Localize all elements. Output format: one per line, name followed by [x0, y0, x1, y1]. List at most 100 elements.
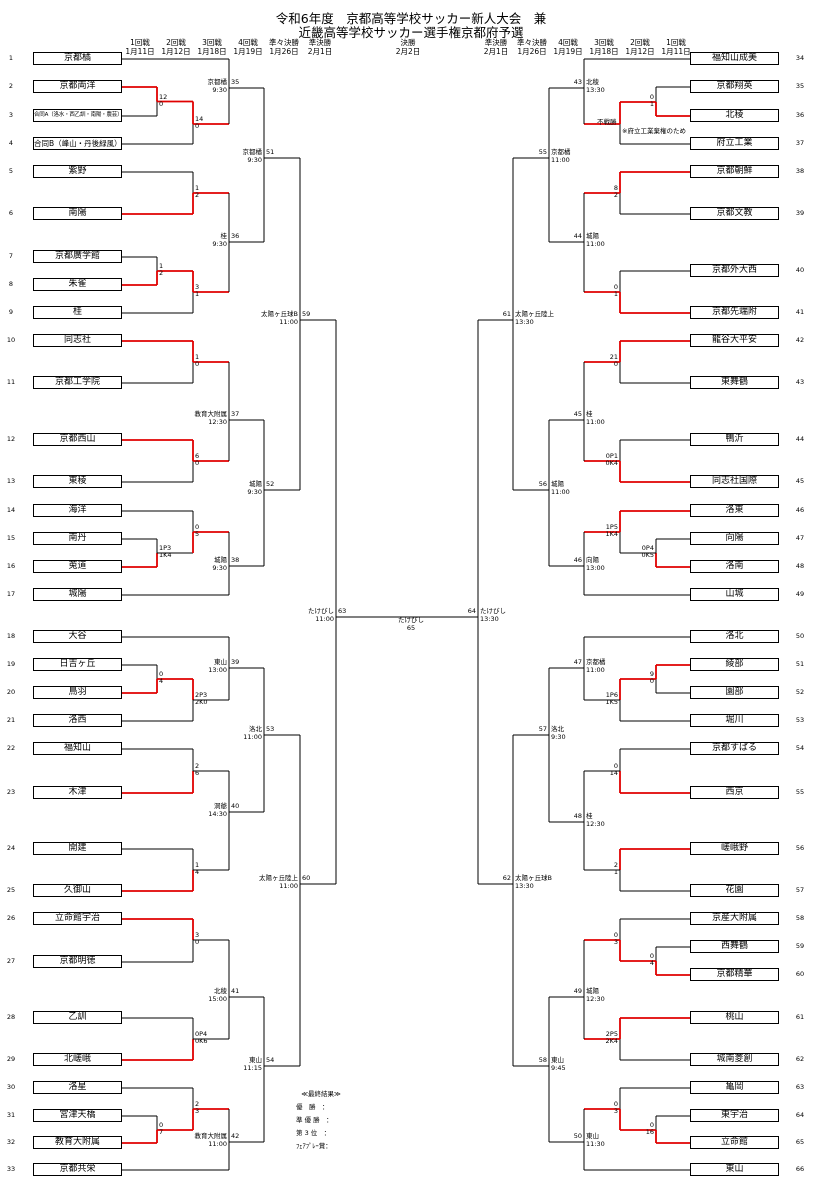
match-venue: 洛北 — [249, 725, 262, 733]
match-time: 11:00 — [315, 614, 334, 623]
score-top: 2 — [195, 762, 200, 770]
position-number: 22 — [6, 744, 16, 752]
match-time: 9:30 — [212, 85, 227, 94]
score-bottom: 3 — [195, 1107, 200, 1115]
score-top: 14 — [195, 115, 204, 123]
score-bottom: 3 — [613, 1107, 618, 1115]
match-time: 13:30 — [480, 614, 499, 623]
score-top: 1 — [195, 861, 200, 869]
match-venue: 桂 — [220, 232, 228, 240]
score-top: 1P6 — [605, 691, 618, 699]
score-top: 3 — [195, 283, 200, 291]
match-number: 48 — [573, 812, 582, 820]
round-date: 2月1日 — [483, 47, 509, 56]
round-name: 準々決勝 — [517, 38, 547, 47]
match-number: 57 — [538, 725, 547, 733]
team-box: 京都外大西 — [690, 264, 779, 277]
team-box: 合同A（洛水・西乙訓・南陽・農芸） — [33, 109, 122, 122]
match-venue: 向陽 — [586, 556, 599, 564]
match-number: 53 — [266, 725, 275, 733]
team-box: 東舞鶴 — [690, 376, 779, 389]
match-number: 36 — [231, 232, 240, 240]
position-number: 45 — [795, 477, 805, 485]
match-number: 47 — [573, 658, 582, 666]
team-box: 桂 — [33, 306, 122, 319]
team-box: 京都共栄 — [33, 1163, 122, 1176]
position-number: 63 — [795, 1083, 805, 1091]
team-box: 福知山成美 — [690, 52, 779, 65]
team-box: 亀岡 — [690, 1081, 779, 1094]
match-venue: 城陽 — [214, 556, 227, 564]
team-box: 宮津天橋 — [33, 1109, 122, 1122]
team-box: 福知山 — [33, 742, 122, 755]
match-number: 61 — [502, 310, 511, 318]
team-box: 久御山 — [33, 884, 122, 897]
score-top: 0P4 — [641, 544, 654, 552]
score-bottom: 2K4 — [605, 1037, 618, 1045]
round-name: 4回戦 — [558, 38, 578, 47]
score-bottom: 1 — [613, 868, 618, 876]
match-venue: 太陽ヶ丘球B — [261, 310, 298, 318]
match-time: 9:45 — [551, 1063, 566, 1072]
score-top: 9 — [649, 670, 654, 678]
match-time: 11:00 — [279, 317, 298, 326]
match-time: 11:00 — [586, 665, 605, 674]
score-top: 2P3 — [195, 691, 208, 699]
score-top: 0 — [613, 762, 618, 770]
score-bottom: 2 — [159, 269, 164, 277]
match-time: 12:30 — [208, 417, 227, 426]
team-box: 京都橘 — [33, 52, 122, 65]
match-number: 41 — [231, 987, 240, 995]
final-results: ≪最終結果≫ 優 勝 ： 準 優 勝 ： 第 3 位 ： ﾌｪｱﾌﾟﾚｰ賞： — [286, 1088, 356, 1153]
match-number: 58 — [538, 1056, 547, 1064]
score-bottom: 1K5 — [605, 698, 618, 706]
position-number: 16 — [6, 562, 16, 570]
score-bottom: 16 — [645, 1128, 654, 1136]
score-bottom: 1 — [649, 100, 654, 108]
match-time: 11:00 — [586, 239, 605, 248]
walkover-note: ※府立工業棄権のため — [622, 127, 686, 135]
match-time: 11:30 — [586, 1139, 605, 1148]
team-box: 南陽 — [33, 207, 122, 220]
position-number: 65 — [795, 1138, 805, 1146]
score-top: 1 — [195, 353, 200, 361]
match-number: 50 — [573, 1132, 582, 1140]
team-box: 鳥羽 — [33, 686, 122, 699]
round-name: 準決勝 — [484, 38, 508, 47]
score-bottom: 0 — [195, 360, 200, 368]
score-bottom: 0 — [195, 459, 200, 467]
score-bottom: 2 — [613, 191, 618, 199]
match-time: 13:30 — [515, 317, 534, 326]
match-time: 13:00 — [208, 665, 227, 674]
score-bottom: 3 — [613, 938, 618, 946]
score-bottom: 0 — [195, 122, 200, 130]
team-box: 西京 — [690, 786, 779, 799]
match-venue: 太陽ヶ丘陸上 — [515, 310, 554, 318]
team-box: 山城 — [690, 588, 779, 601]
position-number: 28 — [6, 1013, 16, 1021]
position-number: 29 — [6, 1055, 16, 1063]
position-number: 61 — [795, 1013, 805, 1021]
round-name: 3回戦 — [202, 38, 222, 47]
position-number: 21 — [6, 716, 16, 724]
score-bottom: 0K6 — [195, 1037, 208, 1045]
score-top: 21 — [609, 353, 618, 361]
match-time: 11:00 — [208, 1139, 227, 1148]
team-box: 朱雀 — [33, 278, 122, 291]
match-time: 12:30 — [586, 994, 605, 1003]
